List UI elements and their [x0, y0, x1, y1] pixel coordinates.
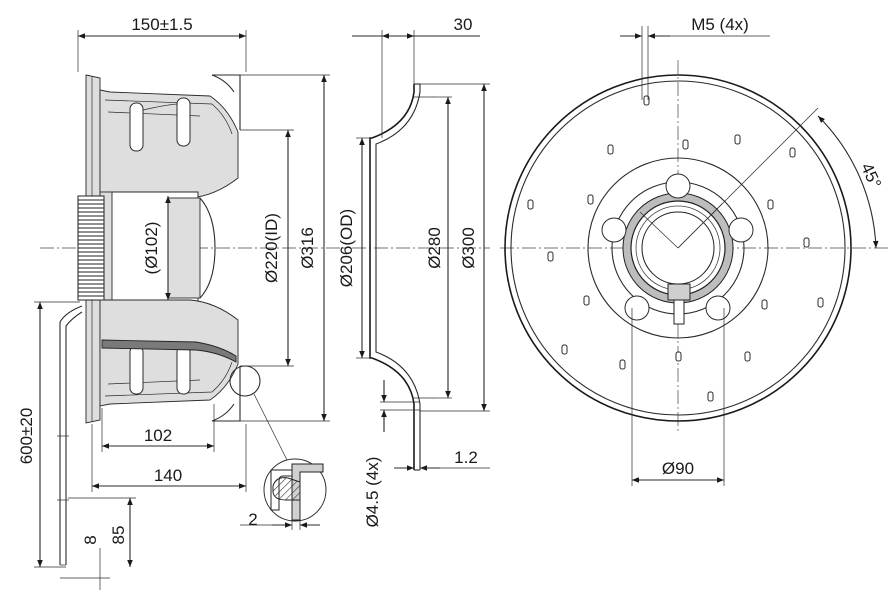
dim-length-label: 150±1.5 [131, 15, 192, 34]
impeller-upper [99, 89, 239, 199]
rotor-ribs [77, 195, 105, 301]
nozzle-profile [369, 84, 415, 470]
blade-lower-left [129, 345, 144, 395]
dim-motor-diameter-label: (Ø102) [142, 222, 161, 275]
dim-nozzle-280-label: Ø280 [425, 227, 444, 269]
mount-hole-right [728, 217, 754, 243]
blade-lower-right [176, 345, 191, 395]
connector [667, 283, 691, 301]
nozzle-view: 30 Ø206(OD) Ø280 Ø300 Ø4.5 (4x) 1.2 [337, 15, 490, 527]
outer-ring [504, 74, 852, 422]
blade-upper-left [129, 102, 144, 152]
dim-threads-label: M5 (4x) [691, 15, 749, 34]
dim-depth-140-label: 140 [154, 466, 182, 485]
dim-nozzle-300-label: Ø300 [459, 227, 478, 269]
dim-depth-102-label: 102 [144, 426, 172, 445]
dim-outer-diameter-label: Ø316 [298, 227, 317, 269]
dim-bolt-circle-label: Ø90 [662, 459, 694, 478]
dim-thickness-label: 1.2 [454, 448, 478, 467]
dim-cable-8-label: 8 [81, 535, 100, 544]
cable [59, 305, 83, 565]
front-view: 45° M5 (4x) Ø90 [500, 15, 888, 486]
dim-nozzle-width-label: 30 [454, 15, 473, 34]
detail-marker-circle [229, 365, 261, 397]
dim-angle-label: 45° [857, 160, 885, 191]
mount-hole-left [601, 217, 627, 243]
mount-hole-bottom-left [624, 295, 650, 321]
dim-cable-85-label: 85 [109, 526, 128, 545]
dim-detail-2-label: 2 [248, 510, 257, 529]
side-view: 150±1.5 (Ø102) Ø220(ID) Ø316 102 140 600… [17, 15, 345, 590]
hub-ring [587, 157, 769, 339]
detail-view [263, 458, 327, 530]
blade-upper-right [176, 97, 191, 147]
mount-hole-top [665, 173, 691, 199]
dim-inner-diameter-label: Ø220(ID) [262, 213, 281, 283]
angle-arc [817, 115, 879, 249]
dim-cable-length-label: 600±20 [17, 408, 36, 465]
mount-hole-bottom-right [705, 295, 731, 321]
dim-holes-label: Ø4.5 (4x) [363, 457, 382, 528]
dim-nozzle-od-label: Ø206(OD) [337, 209, 356, 287]
